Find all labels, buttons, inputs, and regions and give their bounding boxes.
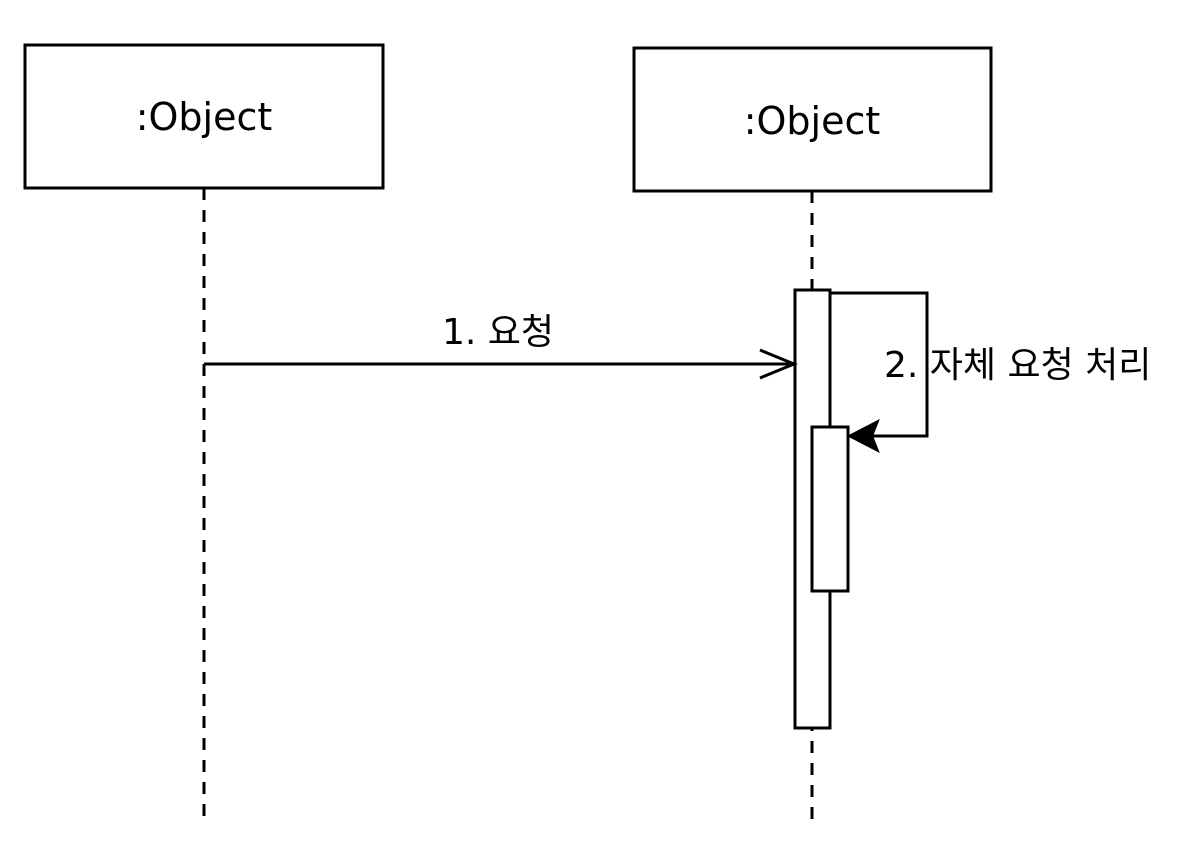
participant-1: :Object xyxy=(23,43,385,190)
participant-2-label: :Object xyxy=(744,99,881,143)
activation-bar-nested xyxy=(810,425,850,593)
participant-2: :Object xyxy=(632,46,993,193)
message-1-label: 1. 요청 xyxy=(442,312,554,353)
message-2-arrowhead xyxy=(846,418,880,454)
participant-2-box xyxy=(632,46,993,193)
message-2-self-arrow xyxy=(830,291,929,438)
participant-1-label: :Object xyxy=(136,95,273,139)
participant-1-box xyxy=(23,43,385,190)
message-2-label: 2. 자체 요청 처리 xyxy=(884,345,1151,386)
